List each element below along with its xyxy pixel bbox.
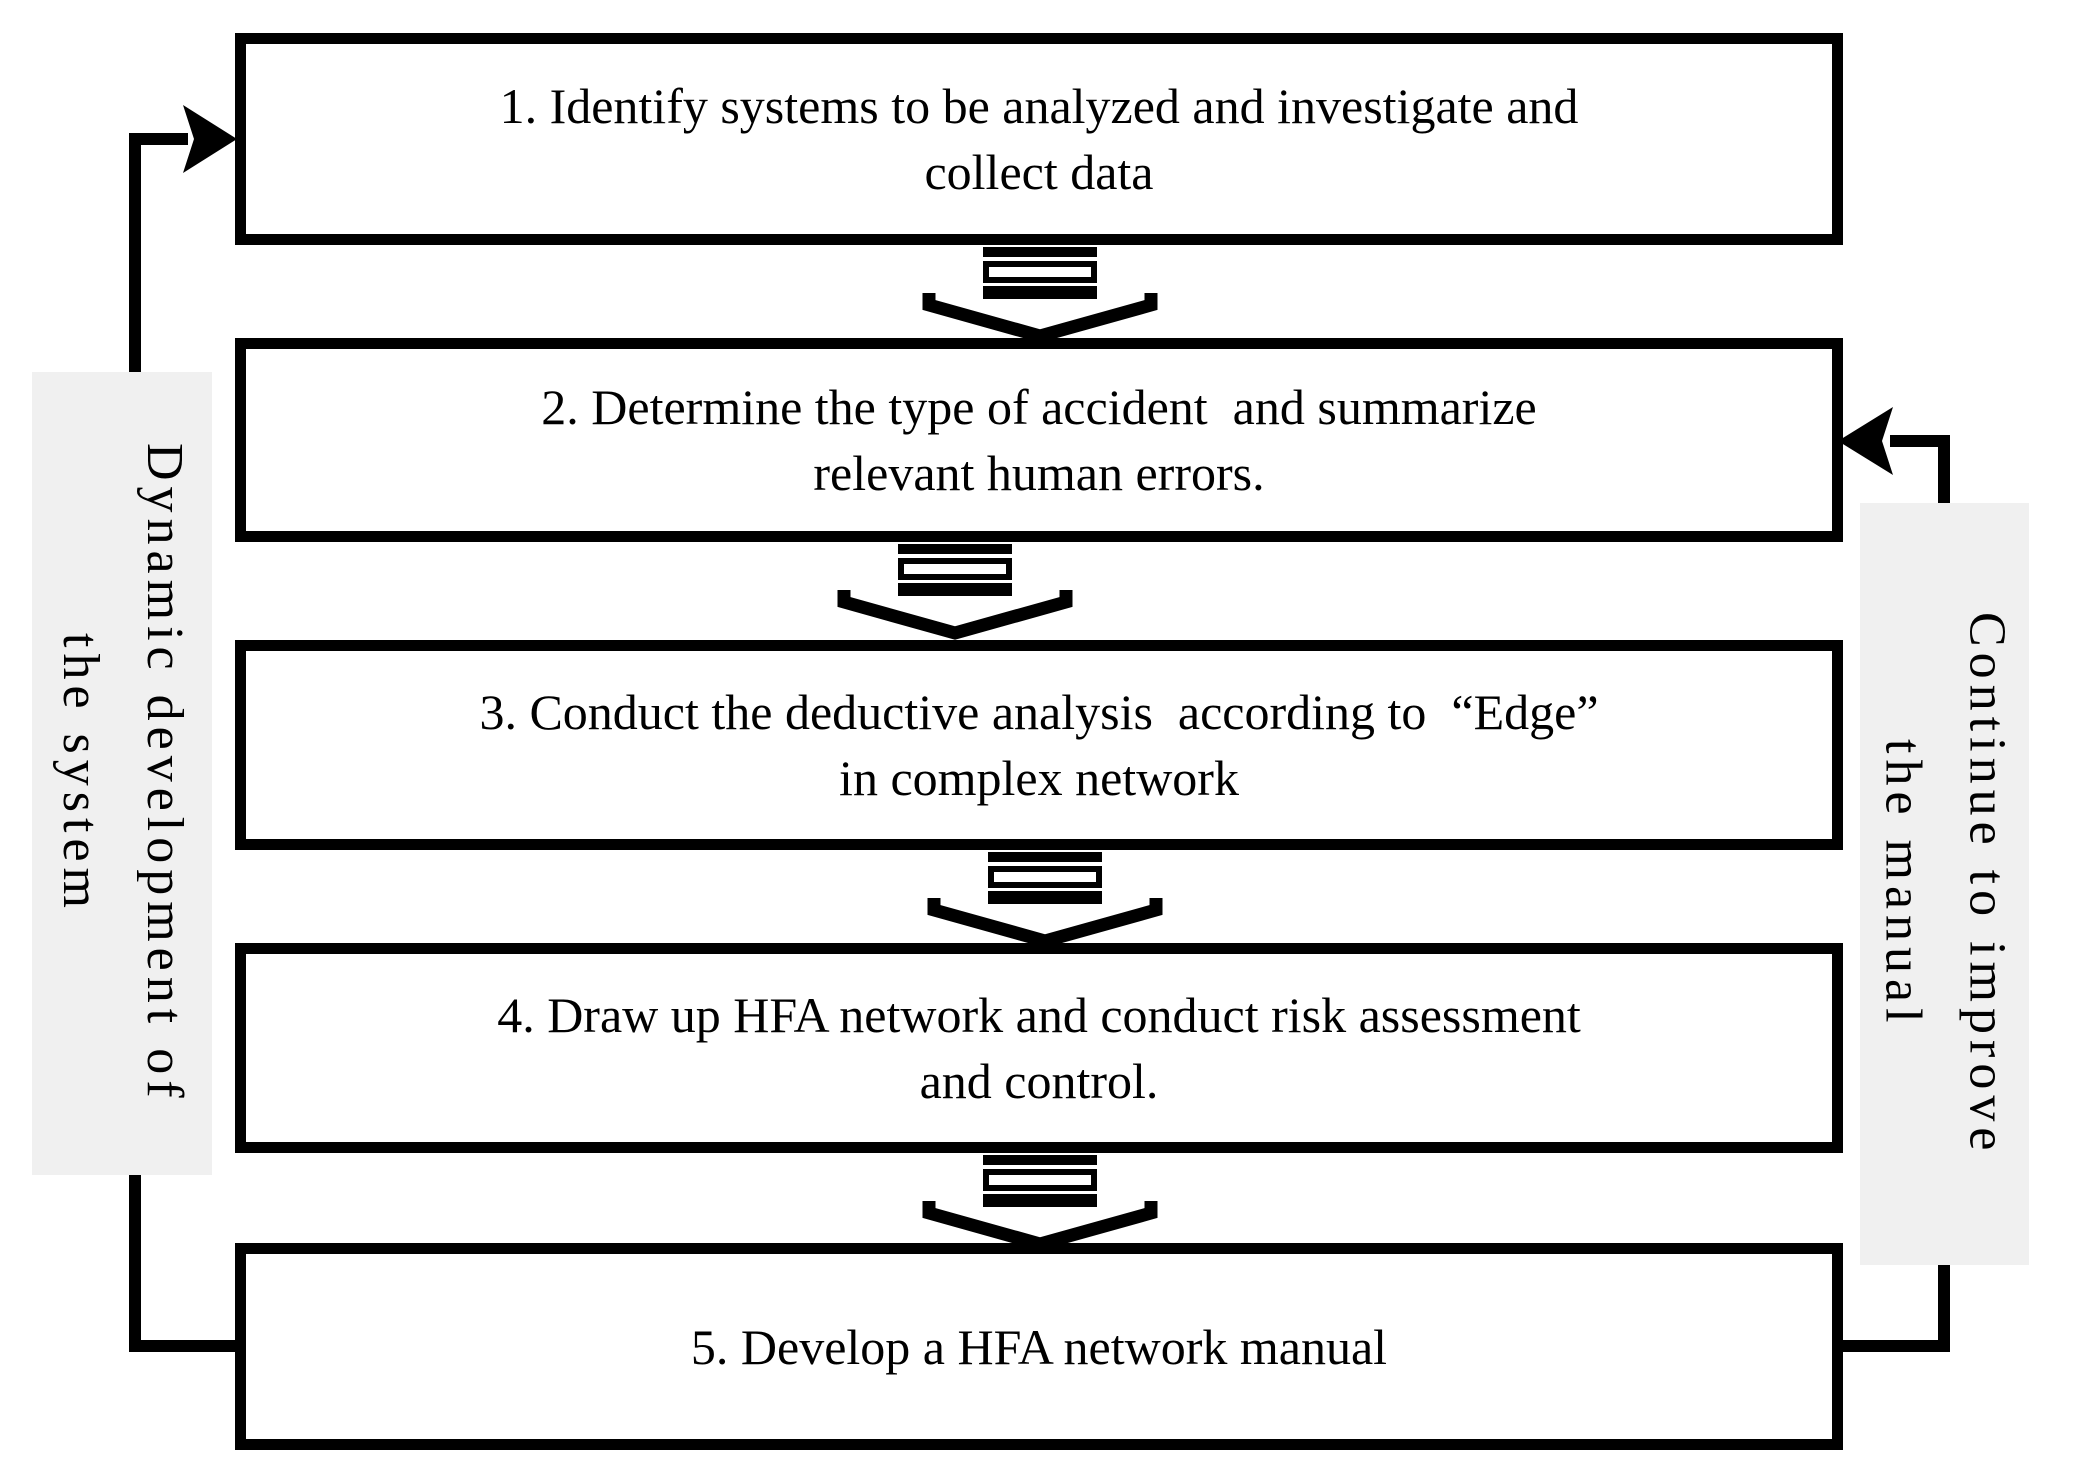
right-loop-label: Continue to improve the manual	[1860, 503, 2029, 1265]
step-4-text: 4. Draw up HFA network and conduct risk …	[497, 987, 1581, 1109]
left-loop-label: Dynamic development of the system	[32, 372, 212, 1175]
step-4-box: 4. Draw up HFA network and conduct risk …	[235, 943, 1843, 1153]
left-arrowhead-icon	[1838, 407, 1893, 475]
left-loop-label-text: Dynamic development of the system	[52, 443, 194, 1104]
step-1-box: 1. Identify systems to be analyzed and i…	[235, 33, 1843, 245]
step-5-box: 5. Develop a HFA network manual	[235, 1243, 1843, 1450]
step-3-box: 3. Conduct the deductive analysis accord…	[235, 640, 1843, 850]
down-arrow-icon-4	[929, 1155, 1151, 1244]
down-arrow-icon-3	[934, 852, 1156, 941]
step-2-text: 2. Determine the type of accident and su…	[541, 379, 1537, 501]
down-arrow-icon-1	[929, 247, 1151, 336]
step-5-text: 5. Develop a HFA network manual	[690, 1318, 1388, 1375]
down-arrow-icon-2	[844, 544, 1066, 633]
step-2-box: 2. Determine the type of accident and su…	[235, 338, 1843, 542]
right-arrowhead-icon	[183, 105, 237, 173]
right-loop-label-text: Continue to improve the manual	[1874, 611, 2016, 1157]
step-1-text: 1. Identify systems to be analyzed and i…	[499, 78, 1579, 200]
step-3-text: 3. Conduct the deductive analysis accord…	[479, 684, 1599, 806]
